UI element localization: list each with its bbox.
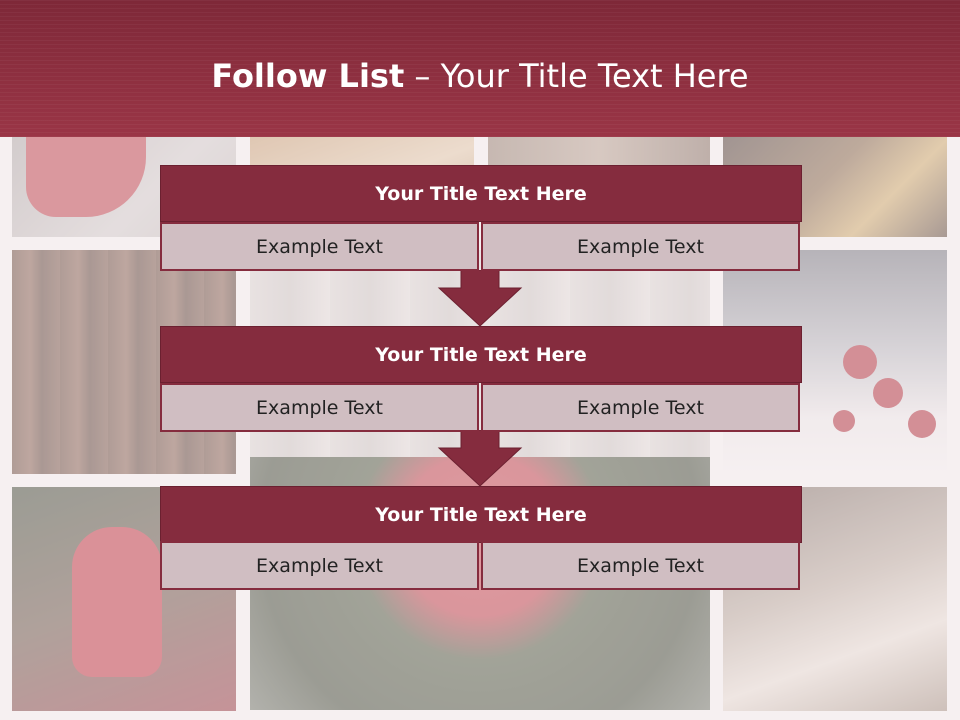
step-cell-right[interactable]: Example Text (481, 383, 800, 432)
step-title[interactable]: Your Title Text Here (160, 326, 802, 383)
step-title[interactable]: Your Title Text Here (160, 165, 802, 222)
arrow-down-icon (437, 270, 523, 327)
step-cell-right[interactable]: Example Text (481, 541, 800, 590)
step-cell-left[interactable]: Example Text (160, 222, 479, 271)
slide-title-rest: – Your Title Text Here (404, 57, 749, 95)
step-cell-left[interactable]: Example Text (160, 541, 479, 590)
header-band (0, 0, 960, 137)
photo-birch-logs (723, 487, 947, 711)
step-cell-right[interactable]: Example Text (481, 222, 800, 271)
slide-title-bold: Follow List (211, 57, 405, 95)
step-title[interactable]: Your Title Text Here (160, 486, 802, 543)
photo-snow-baubles (723, 250, 947, 474)
step-cell-left[interactable]: Example Text (160, 383, 479, 432)
arrow-down-icon (437, 430, 523, 487)
slide-title[interactable]: Follow List – Your Title Text Here (0, 54, 960, 98)
